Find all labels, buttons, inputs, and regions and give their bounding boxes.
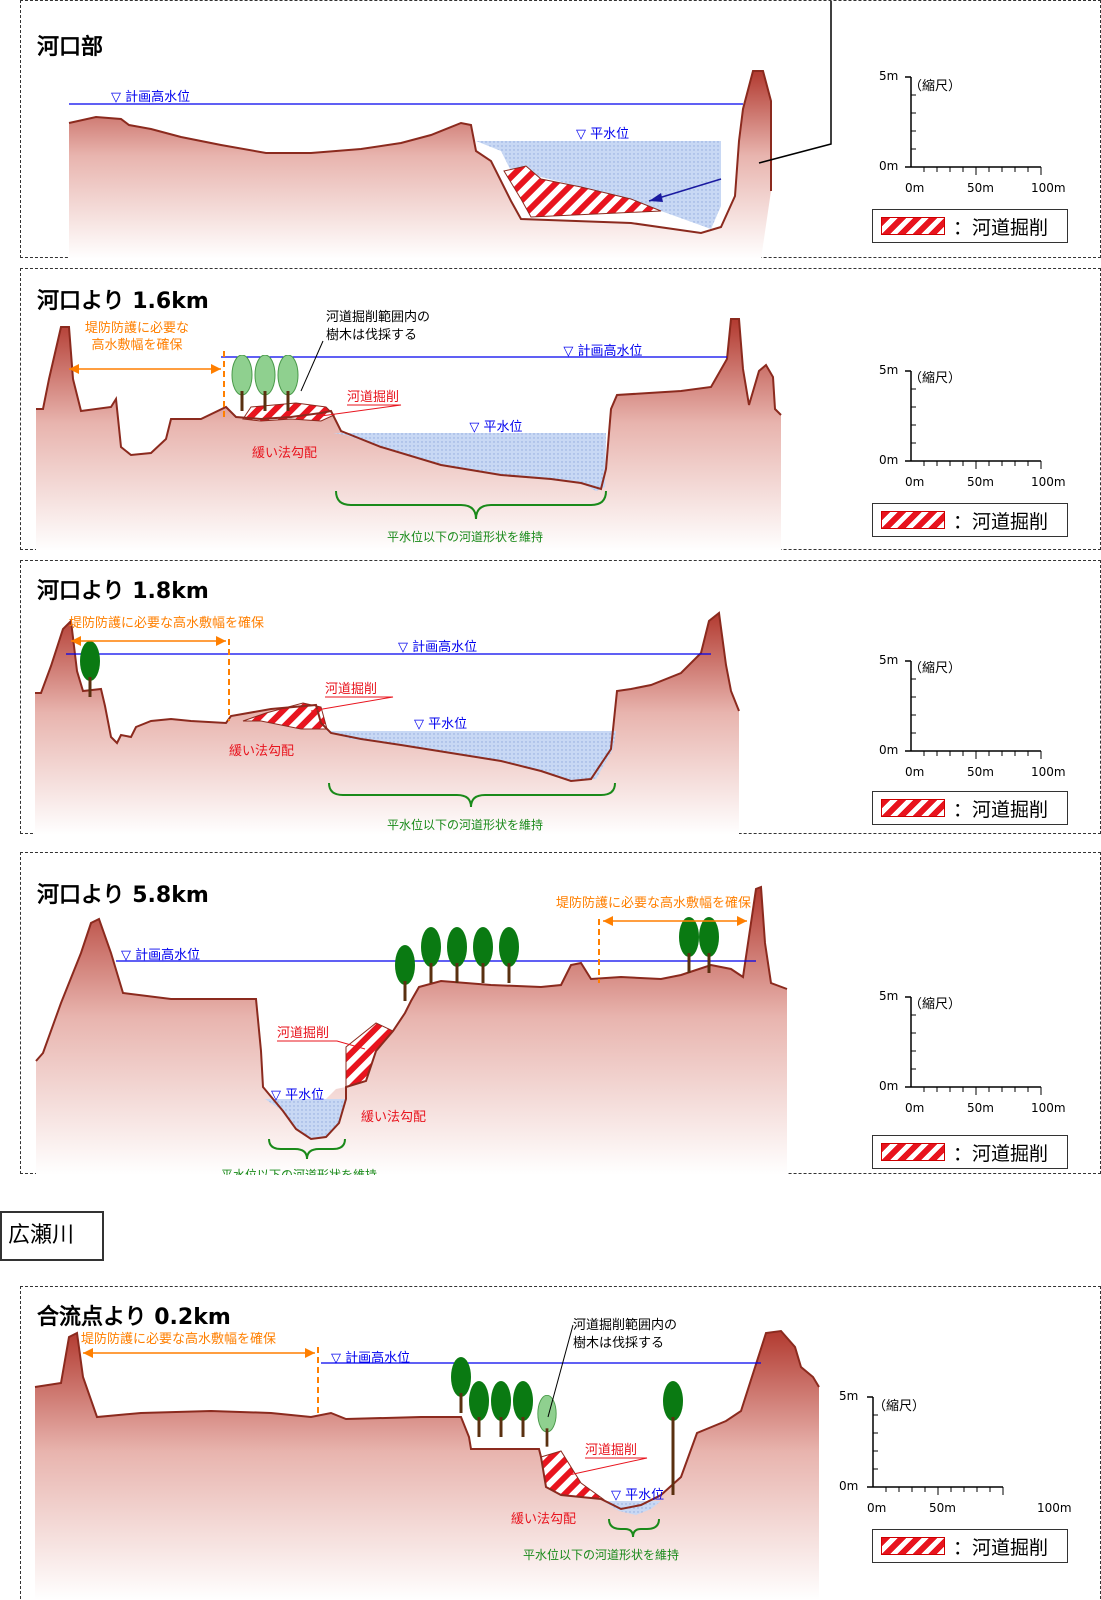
secure-label: 堤防防護に必要な高水敷幅を確保 <box>69 615 264 631</box>
keep-shape-label: 平水位以下の河道形状を維持 <box>387 817 543 832</box>
cross-section-diagram: 堤防防護に必要な高水敷幅を確保 ▽ 計画高水位 河道掘削範囲内の 樹木は伐採する… <box>34 1317 820 1600</box>
legend-text: ：河道掘削 <box>953 1143 1049 1165</box>
section-panel-1-8km: 河口より 1.8km 堤防防護に必要な高水敷幅を確保 ▽ 計画高水位 ▽ 平水位… <box>20 560 1101 835</box>
scale-bar <box>871 361 1071 471</box>
nwl-label: ▽ 平水位 <box>271 1088 324 1103</box>
hatch-swatch <box>881 511 945 529</box>
keep-shape-label: 平水位以下の河道形状を維持 <box>221 1167 377 1175</box>
section-panel-estuary: 河口部 ▽ 計画高水位 ▽ 平水位 （縮尺） 5m 0m 0m 50m 100m… <box>20 0 1101 259</box>
section-panel-1-6km: 河口より 1.6km 堤防防護に必要な 高水敷幅を確保 河道掘削範囲内の 樹木は… <box>20 268 1101 551</box>
slope-label: 緩い法勾配 <box>252 446 317 461</box>
scale-label: （縮尺） <box>873 1399 926 1414</box>
slope-label: 緩い法勾配 <box>361 1110 426 1125</box>
scale-h0: 0m <box>905 1101 925 1115</box>
section-title: 河口より 5.8km <box>37 883 209 908</box>
hatch-swatch <box>881 217 945 235</box>
keep-shape-label: 平水位以下の河道形状を維持 <box>387 529 543 544</box>
scale-bar <box>871 651 1071 761</box>
nwl-label: ▽ 平水位 <box>469 420 522 435</box>
scale-5m: 5m <box>839 1389 859 1403</box>
legend-excavation: ：河道掘削 <box>872 209 1068 243</box>
slope-label: 緩い法勾配 <box>511 1512 576 1527</box>
scale-h0: 0m <box>905 765 925 779</box>
tree-note-1: 河道掘削範囲内の <box>326 309 430 325</box>
legend-text: ：河道掘削 <box>953 511 1049 533</box>
hatch-swatch <box>881 1143 945 1161</box>
scale-label: （縮尺） <box>909 997 962 1012</box>
excavation-label: 河道掘削 <box>585 1443 637 1458</box>
scale-h1: 50m <box>929 1501 956 1515</box>
secure-label-2: 高水敷幅を確保 <box>91 337 182 353</box>
tree-note-2: 樹木は伐採する <box>326 328 417 343</box>
excavation-label: 河道掘削 <box>325 682 377 697</box>
scale-0m: 0m <box>879 1079 899 1093</box>
hwl-label: ▽ 計画高水位 <box>331 1350 410 1366</box>
scale-h0: 0m <box>905 181 925 195</box>
scale-h1: 50m <box>967 475 994 489</box>
scale-h1: 50m <box>967 765 994 779</box>
scale-label: （縮尺） <box>909 661 962 676</box>
secure-label: 堤防防護に必要な高水敷幅を確保 <box>556 895 751 911</box>
section-panel-5-8km: 河口より 5.8km 堤防防護に必要な高水敷幅を確保 ▽ 計画高水位 ▽ 平水位… <box>20 852 1101 1175</box>
nwl-label: ▽ 平水位 <box>611 1488 664 1503</box>
scale-h1: 50m <box>967 1101 994 1115</box>
section-title: 河口部 <box>37 35 104 60</box>
cross-section-diagram: 堤防防護に必要な 高水敷幅を確保 河道掘削範囲内の 樹木は伐採する 河道掘削 緩… <box>36 309 782 551</box>
legend-excavation: ：河道掘削 <box>872 1529 1068 1563</box>
scale-bar <box>833 1387 1033 1497</box>
scale-h2: 100m <box>1031 1101 1066 1115</box>
legend-excavation: ：河道掘削 <box>872 791 1068 825</box>
hwl-label: ▽ 計画高水位 <box>398 639 477 655</box>
legend-excavation: ：河道掘削 <box>872 503 1068 537</box>
scale-label: （縮尺） <box>909 371 962 386</box>
scale-h0: 0m <box>905 475 925 489</box>
section-title: 合流点より 0.2km <box>37 1305 231 1330</box>
excavation-label: 河道掘削 <box>347 390 399 405</box>
scale-0m: 0m <box>879 159 899 173</box>
scale-h2: 100m <box>1037 1501 1072 1515</box>
secure-label: 堤防防護に必要な高水敷幅を確保 <box>81 1331 276 1347</box>
scale-bar <box>871 987 1071 1097</box>
legend-text: ：河道掘削 <box>953 217 1049 239</box>
cross-section-diagram: ▽ 計画高水位 ▽ 平水位 <box>68 1 832 259</box>
scale-5m: 5m <box>879 989 899 1003</box>
scale-0m: 0m <box>839 1479 859 1493</box>
section-panel-confluence-0-2km: 合流点より 0.2km 堤防防護に必要な高水敷幅を確保 ▽ 計画高水位 河道掘削… <box>20 1286 1101 1600</box>
scale-h2: 100m <box>1031 475 1066 489</box>
slope-label: 緩い法勾配 <box>229 744 294 759</box>
cross-section-diagram: 堤防防護に必要な高水敷幅を確保 ▽ 計画高水位 ▽ 平水位 河道掘削 緩い法勾配… <box>35 611 740 835</box>
scale-h2: 100m <box>1031 181 1066 195</box>
tree-note-2: 樹木は伐採する <box>573 1336 664 1351</box>
nwl-label: ▽ 平水位 <box>414 717 467 732</box>
river-name-label: 広瀬川 <box>0 1211 104 1261</box>
scale-0m: 0m <box>879 743 899 757</box>
tree-note-1: 河道掘削範囲内の <box>573 1317 677 1333</box>
keep-shape-label: 平水位以下の河道形状を維持 <box>523 1547 679 1562</box>
excavation-label: 河道掘削 <box>277 1026 329 1041</box>
scale-h2: 100m <box>1031 765 1066 779</box>
scale-5m: 5m <box>879 363 899 377</box>
hatch-swatch <box>881 1537 945 1555</box>
nwl-label: ▽ 平水位 <box>576 127 629 142</box>
scale-label: （縮尺） <box>909 79 962 94</box>
section-title: 河口より 1.8km <box>37 579 209 604</box>
legend-text: ：河道掘削 <box>953 799 1049 821</box>
hwl-label: ▽ 計画高水位 <box>121 947 200 963</box>
section-title: 河口より 1.6km <box>37 289 209 314</box>
scale-h0: 0m <box>867 1501 887 1515</box>
scale-bar <box>871 67 1071 177</box>
scale-5m: 5m <box>879 653 899 667</box>
hatch-swatch <box>881 799 945 817</box>
hwl-label: ▽ 計画高水位 <box>111 89 190 105</box>
legend-text: ：河道掘削 <box>953 1537 1049 1559</box>
hwl-label: ▽ 計画高水位 <box>563 343 642 359</box>
scale-5m: 5m <box>879 69 899 83</box>
secure-label-1: 堤防防護に必要な <box>85 320 189 336</box>
legend-excavation: ：河道掘削 <box>872 1135 1068 1169</box>
cross-section-diagram: 堤防防護に必要な高水敷幅を確保 ▽ 計画高水位 ▽ 平水位 河道掘削 緩い法勾配… <box>35 885 788 1175</box>
scale-0m: 0m <box>879 453 899 467</box>
scale-h1: 50m <box>967 181 994 195</box>
